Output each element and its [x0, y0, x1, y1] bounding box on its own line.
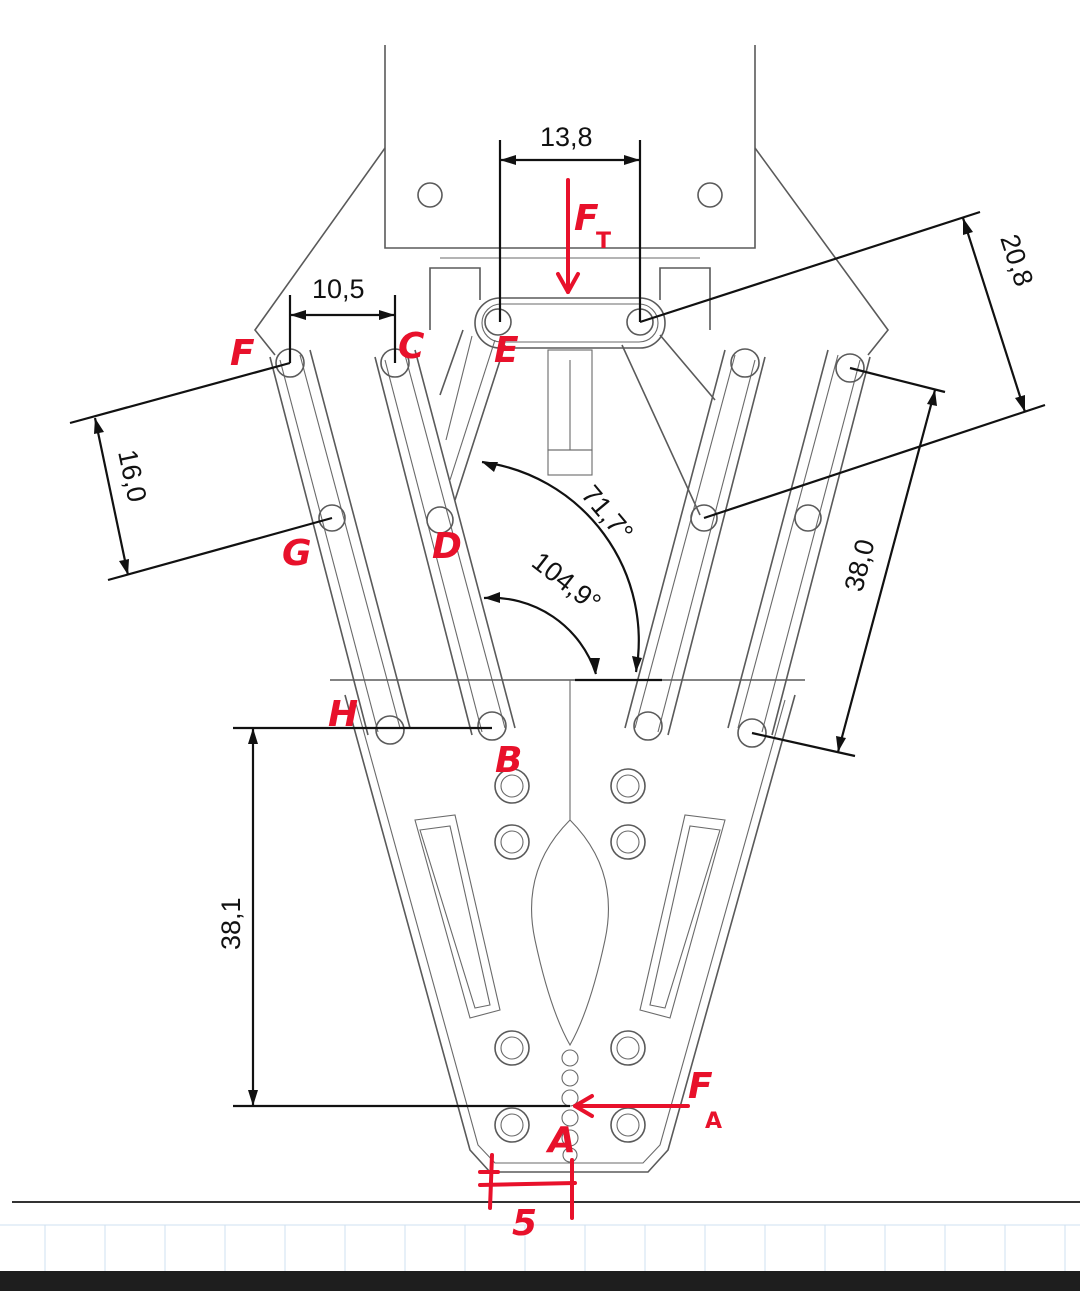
label-bottom-offset: 5 — [512, 1203, 537, 1244]
red-annotations — [478, 178, 690, 1220]
dim-right-link-length: 38,0 — [839, 536, 881, 594]
dim-left-link-height: 16,0 — [112, 447, 152, 505]
dim-vertical-height: 38,1 — [216, 897, 246, 950]
label-point-F: F — [230, 333, 255, 374]
background-grid — [0, 1224, 1080, 1271]
label-force-top: F — [574, 198, 599, 239]
top-slot-bar — [474, 297, 666, 349]
label-force-tip: F — [688, 1066, 713, 1107]
label-point-B: B — [495, 740, 522, 781]
right-links — [621, 334, 871, 748]
dim-top-pin-spacing: 13,8 — [540, 122, 593, 152]
label-point-E: E — [494, 330, 519, 371]
label-point-A: A — [545, 1120, 576, 1161]
dimension-lines — [69, 140, 1046, 1108]
bottom-bar — [0, 1271, 1080, 1291]
dim-left-pin-spacing: 10,5 — [312, 274, 365, 304]
left-links — [269, 329, 516, 745]
point-labels: F C E G D H B A F T F A 5 — [230, 198, 722, 1244]
label-point-H: H — [328, 694, 358, 735]
label-force-tip-sub: A — [705, 1109, 722, 1134]
label-force-top-sub: T — [596, 229, 611, 254]
label-point-G: G — [282, 533, 312, 574]
finger-plate — [330, 679, 805, 1173]
label-point-C: C — [398, 326, 425, 367]
dim-right-offset: 20,8 — [994, 231, 1039, 290]
label-point-D: D — [432, 526, 462, 567]
mount-block — [253, 45, 890, 476]
